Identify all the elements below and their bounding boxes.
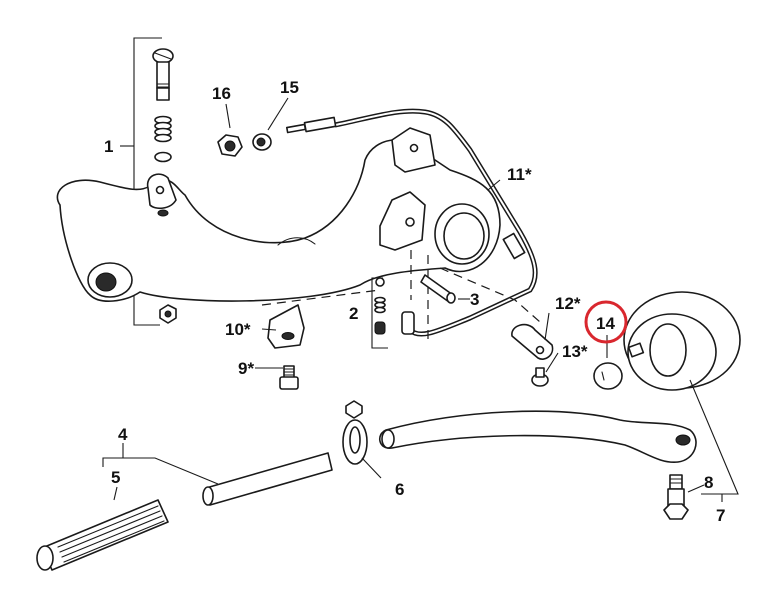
- callout-2: 2: [349, 304, 358, 323]
- callout-13: 13*: [562, 342, 588, 361]
- callout-1: 1: [104, 137, 113, 156]
- spring-part: [154, 115, 172, 143]
- callout-3: 3: [470, 290, 479, 309]
- friction-collar-7: [623, 291, 741, 391]
- callout-6: 6: [395, 480, 404, 499]
- nut-15: [252, 133, 272, 151]
- throttle-cable-11: [285, 108, 538, 337]
- callout-9: 9*: [238, 359, 254, 378]
- callout-15: 15: [280, 78, 299, 97]
- control-housing-casting: [56, 127, 501, 302]
- callout-8: 8: [704, 473, 713, 492]
- callout-11: 11*: [507, 165, 532, 184]
- rod-4: [202, 452, 333, 506]
- detent-2-bracket: [371, 277, 388, 349]
- shift-lever-arm: [379, 410, 697, 463]
- leader-lines: [102, 97, 739, 502]
- bracket-item-1: [120, 37, 162, 326]
- cable-clamp-12: [511, 323, 554, 360]
- callout-5: 5: [111, 468, 120, 487]
- callout-16: 16: [212, 84, 231, 103]
- highlight-circle-14: [584, 300, 628, 344]
- callout-12: 12*: [555, 294, 581, 313]
- bottom-nut: [159, 304, 177, 324]
- assembly-lines: [261, 250, 541, 345]
- o-ring-part: [154, 151, 172, 163]
- screw-9: [279, 365, 299, 390]
- callout-7: 7: [716, 506, 725, 525]
- callout-14: 14: [596, 314, 615, 333]
- plug-14: [593, 362, 623, 390]
- bolt-8: [663, 474, 689, 520]
- lock-nut-16: [217, 134, 243, 157]
- screw-part: [152, 48, 174, 101]
- grip-5: [36, 499, 169, 571]
- pin-3: [420, 274, 456, 304]
- clip-10: [267, 304, 305, 349]
- eye-bolt-6: [342, 400, 368, 465]
- callout-10: 10*: [225, 320, 251, 339]
- screw-13: [531, 367, 549, 387]
- callout-labels: 1 2 3 4 5 6 7 8 9* 10* 11* 12* 13* 14 15…: [104, 78, 725, 525]
- callout-4: 4: [118, 425, 128, 444]
